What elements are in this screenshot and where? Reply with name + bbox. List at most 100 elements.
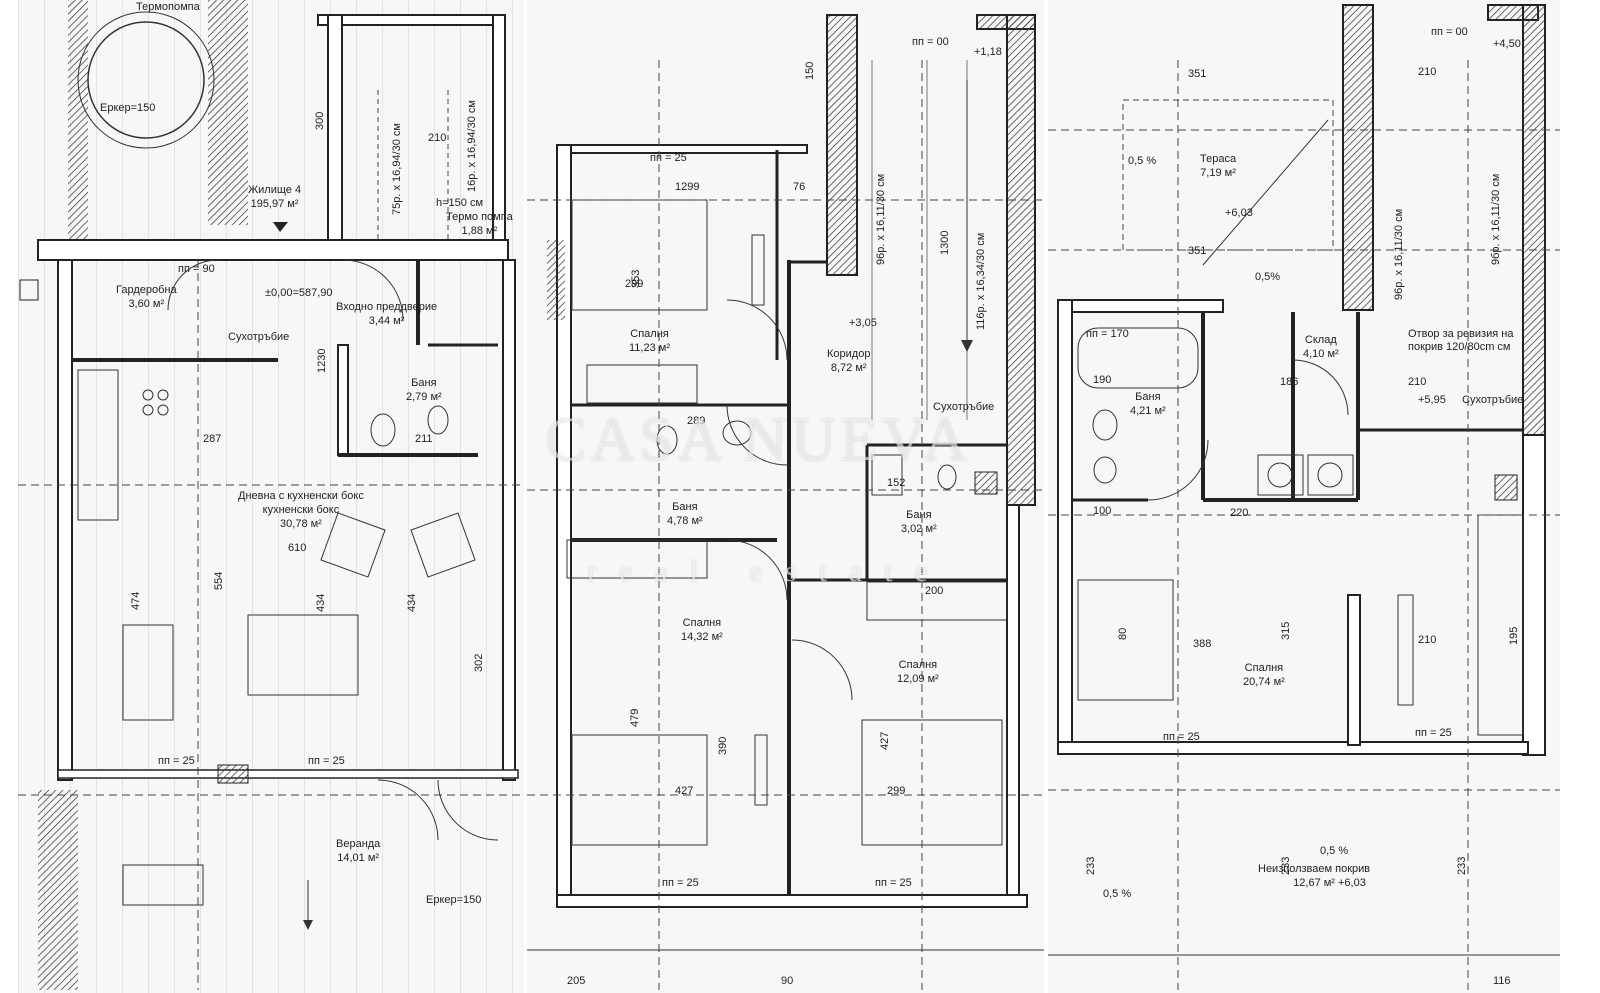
dimension: 434	[406, 593, 418, 612]
dimension: 351	[1188, 68, 1207, 80]
dimension: 610	[288, 542, 307, 554]
room-heat-pump: Термопомпа	[136, 1, 200, 13]
level-mark: 0,5 %	[1103, 888, 1132, 900]
dimension: 90	[781, 975, 794, 987]
stair-note: 116р. x 16,34/30 см	[975, 232, 987, 330]
room-dry-riser-2: Сухотръбие	[933, 401, 995, 413]
level-mark: пп = 25	[1163, 731, 1200, 743]
dimension: 205	[567, 975, 586, 987]
stair-note: 96р. x 16,11/30 см	[1393, 208, 1405, 300]
dimension: 150	[804, 61, 816, 80]
dimension: 233	[1085, 856, 1097, 875]
level-mark: ±0,00=587,90	[265, 287, 333, 299]
dimension: 302	[473, 653, 485, 672]
level-mark: +6,03	[1338, 877, 1366, 889]
dimension: 80	[1117, 627, 1129, 640]
dimension: 479	[629, 708, 641, 727]
dimension: 474	[130, 591, 142, 610]
watermark-sub: real estate	[587, 555, 950, 588]
dimension: 210	[1418, 66, 1437, 78]
dimension: 200	[925, 585, 944, 597]
dimension: 427	[879, 731, 891, 750]
level-mark: 0,5 %	[1128, 155, 1157, 167]
dimension: 353	[630, 269, 642, 288]
dimension: 315	[1280, 621, 1292, 640]
dimension: 1300	[939, 230, 951, 255]
level-mark: пп = 00	[1431, 26, 1468, 38]
dimension: 152	[887, 477, 906, 489]
level-mark: 0,5 %	[1320, 845, 1349, 857]
level-mark: пп = 25	[650, 152, 687, 164]
level-mark: пп = 90	[178, 263, 215, 275]
dimension: 554	[213, 571, 225, 590]
dimension: 220	[1230, 507, 1249, 519]
dimension: 233	[1280, 856, 1292, 875]
dimension: 289	[687, 415, 706, 427]
level-mark: пп = 00	[912, 36, 949, 48]
dimension: 427	[675, 785, 694, 797]
dimension: 388	[1193, 638, 1212, 650]
level-mark: +4,50	[1493, 38, 1521, 50]
watermark-brand: CASA NUEVA	[545, 406, 972, 474]
level-mark: пп = 25	[158, 755, 195, 767]
dimension: 299	[625, 278, 644, 290]
attic-floor-drawing	[1048, 4, 1560, 990]
stair-note: 9бр. x 16,11/30 см	[1490, 173, 1502, 265]
dimension: 100	[1093, 505, 1112, 517]
dimension: 351	[1188, 245, 1207, 257]
ground-floor-drawing	[18, 0, 524, 993]
level-mark: +1,18	[974, 46, 1002, 58]
dimension: 1299	[675, 181, 700, 193]
level-mark: пп = 25	[308, 755, 345, 767]
level-mark: h=150 см	[436, 197, 484, 209]
level-mark: +6,03	[1225, 207, 1253, 219]
dimension: 287	[203, 433, 222, 445]
dimension: 195	[1508, 626, 1520, 645]
dimension: 210	[1418, 634, 1437, 646]
dimension: 116	[1493, 975, 1511, 987]
stair-note: 16р. x 16,94/30 см	[466, 100, 478, 192]
dry-riser-note: Сухотръбие	[1462, 394, 1524, 406]
dimension: 390	[717, 736, 729, 755]
room-bay-window: Еркер=150	[100, 102, 156, 114]
dimension: 233	[1456, 856, 1468, 875]
dimension: 186	[1280, 376, 1299, 388]
dimension: 300	[314, 111, 326, 130]
level-mark: пп = 25	[1415, 727, 1452, 739]
level-mark: пп = 25	[875, 877, 912, 889]
dimension: 190	[1093, 374, 1112, 386]
room-dry-riser: Сухотръбие	[228, 331, 290, 343]
level-mark: 0,5%	[1255, 271, 1281, 283]
level-mark: +5,95	[1418, 394, 1446, 406]
stair-note: 96р. x 16,11/30 см	[875, 173, 887, 265]
revision-opening-note: Отвор за ревизия на покрив 120/80cm см	[1408, 328, 1514, 353]
dimension: 211	[415, 433, 433, 445]
dimension: 210	[1408, 376, 1427, 388]
stair-note: 75р. x 16,94/30 см	[391, 123, 403, 215]
dimension: 434	[315, 593, 327, 612]
level-mark: пп = 170	[1086, 328, 1129, 340]
dimension: 210	[428, 132, 447, 144]
level-mark: +3,05	[849, 317, 877, 329]
level-mark: пп = 25	[662, 877, 699, 889]
first-floor-drawing	[527, 14, 1044, 990]
